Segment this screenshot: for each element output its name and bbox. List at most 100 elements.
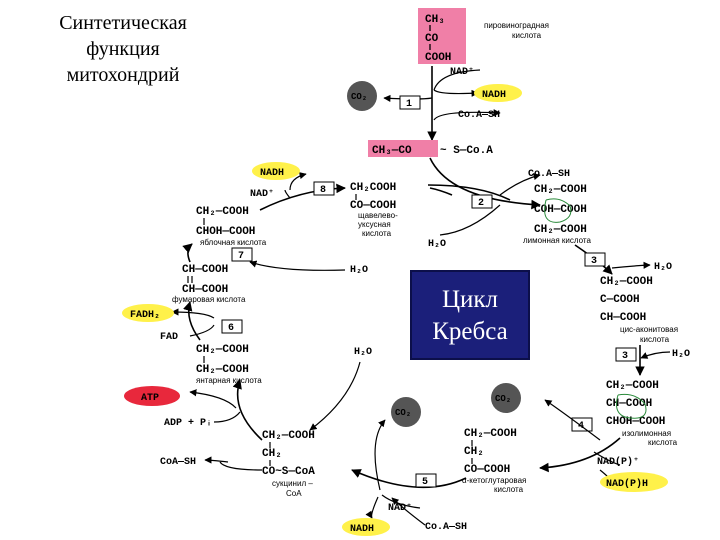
citrate-line1: CH₂—COOH [534,184,587,196]
oxaloacetate-name-2: уксусная [358,220,391,229]
isocitrate-name-1: изолимонная [622,429,671,438]
succinyl-line2: CH₂ [262,448,282,460]
nadh-badge-1 [474,84,522,102]
pyruvate-highlight [418,8,466,64]
akg-line2: CH₂ [464,446,484,458]
nadh-badge-5 [342,518,390,536]
nadh-1: NADH [482,90,506,101]
isocitrate-line1: CH₂—COOH [606,380,659,392]
akg-line1: CH₂—COOH [464,428,517,440]
step-7-label: 7 [238,251,244,262]
citrate-line3: CH₂—COOH [534,224,587,236]
oxaloacetate-line2: CO—COOH [350,200,396,212]
nadh-8: NADH [260,168,284,179]
succinyl-name-1: сукцинил – [272,479,313,488]
succinate-line2: CH₂—COOH [196,364,249,376]
step-8-box [313,181,335,196]
oxaloacetate-line1: CH₂COOH [350,182,396,194]
nad-plus-5: NAD⁺ [388,503,412,514]
coa-sh-6: CoA—SH [160,457,196,468]
step-4-box [571,417,593,432]
malate-line2: CHOH—COOH [196,226,255,238]
step-6-label: 6 [228,323,234,334]
title-line-3: митохондрий [66,64,180,86]
fad: FAD [160,332,178,343]
aconitate-name-2: кислота [640,335,670,344]
co2-2: CO₂ [495,394,511,404]
co2-icon-3 [391,397,421,427]
acetyl-coa-part2: ~ S—Co.A [440,145,493,157]
nadh-badge-8 [252,162,300,180]
aconitate-line3: CH—COOH [600,312,646,324]
step-7-box [231,247,253,262]
co2-icon-1 [347,81,377,111]
krebs-cycle-label: Цикл Кребса [410,270,530,360]
pyruvate-name-2: кислота [512,31,542,40]
nadph: NAD(P)H [606,478,648,490]
step-6-box [221,319,243,334]
aconitate-line2: C—COOH [600,294,640,306]
title-line-1: Синтетическая [59,12,187,34]
succinate-name: янтарная кислота [196,376,262,385]
pyruvate-name-1: пировиноградная [484,21,549,30]
coa-sh-5: Co.A—SH [425,522,467,533]
co2-3: CO₂ [395,408,411,418]
slide-title: Синтетическая функция митохондрий [28,10,218,88]
isocitrate-line2: CH—COOH [606,398,652,410]
acetyl-coa-highlight [368,140,438,157]
step-2-label: 2 [478,198,484,209]
pyruvate-co: CO [425,33,439,45]
center-line-2: Кребса [432,318,508,345]
fumarate-line1: CH—COOH [182,264,228,276]
oxaloacetate-name-1: щавелево- [358,211,398,220]
co2-icon-2 [491,383,521,413]
akg-name-1: α-кетоглутаровая [462,476,526,485]
nadph-badge [600,472,668,492]
citrate-line2: COH—COOH [534,204,587,216]
aconitate-name-1: цис-аконитовая [620,325,678,334]
pyruvate-cooh: COOH [425,52,451,64]
pyruvate-ch3: CH₃ [425,14,445,26]
isocitrate-name-2: кислота [648,438,678,447]
step-1-box [399,95,421,110]
step-3a-box [584,252,606,267]
coa-sh-2: Co.A—SH [528,169,570,180]
fadh2: FADH₂ [130,310,160,321]
fadh2-badge [122,304,174,322]
title-line-2: функция [86,38,160,60]
atp: ATP [141,393,159,404]
acetyl-coa-part1: CH₃—CO [372,145,412,157]
succinyl-line1: CH₂—COOH [262,430,315,442]
coa-sh-1: Co.A—SH [458,110,500,121]
h2o-4: H₂O [354,347,372,358]
step-3b-label: 3 [622,351,628,362]
step-1-label: 1 [406,99,412,110]
fumarate-line2: CH—COOH [182,284,228,296]
atp-badge [124,386,180,406]
h2o-5: H₂O [350,265,368,276]
aconitate-line1: CH₂—COOH [600,276,653,288]
h2o-3: H₂O [672,349,690,360]
akg-line3: CO—COOH [464,464,510,476]
fumarate-name: фумаровая кислота [172,295,246,304]
succinyl-line3: CO~S—CoA [262,466,315,478]
step-2-box [471,194,493,209]
center-line-1: Цикл [441,286,499,313]
step-8-label: 8 [320,185,326,196]
step-5-label: 5 [422,477,428,488]
nadh-5: NADH [350,524,374,535]
oxaloacetate-name-3: кислота [362,229,392,238]
step-3b-box [615,347,637,362]
co2-1: CO₂ [351,92,367,102]
step-5-box [415,473,437,488]
h2o-1: H₂O [428,239,446,250]
nadp-plus: NAD(P)⁺ [597,456,639,468]
akg-name-2: кислота [494,485,524,494]
malate-name: яблочная кислота [200,238,267,247]
nad-plus-8: NAD⁺ [250,189,274,200]
nad-plus-1: NAD⁺ [450,67,474,78]
step-3a-label: 3 [591,256,597,267]
h2o-2: H₂O [654,262,672,273]
isocitrate-line3: CHOH—COOH [606,416,665,428]
